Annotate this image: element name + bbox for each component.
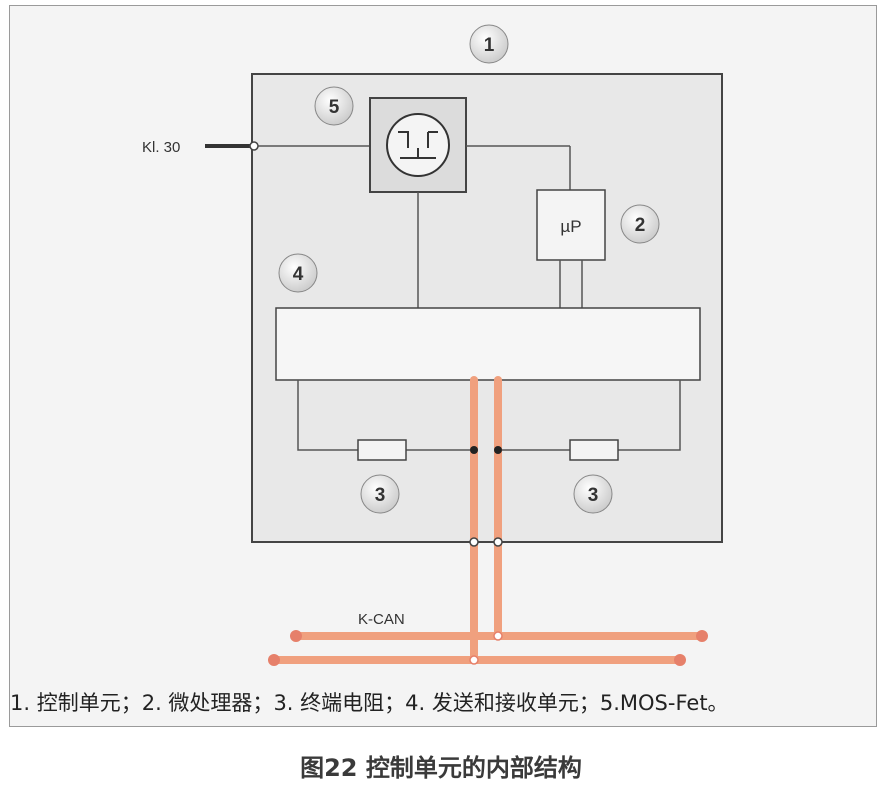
callout-3-right: 3 — [573, 474, 613, 514]
figure-caption: 图22 控制单元的内部结构 — [300, 754, 582, 782]
transistor-icon — [398, 131, 438, 159]
legend-item-4: 4. 发送和接收单元； — [405, 691, 600, 715]
kl30-terminal — [249, 141, 259, 151]
legend-item-3: 3. 终端电阻； — [273, 691, 406, 715]
callout-4: 4 — [278, 253, 318, 293]
right-resistor-wire — [498, 380, 681, 451]
bus-terminal-left — [469, 537, 479, 547]
callout-3-left: 3 — [360, 474, 400, 514]
callout-4-label: 4 — [293, 264, 304, 285]
microprocessor-block — [536, 189, 606, 261]
kcan-label: K-CAN — [358, 611, 405, 628]
callout-3-left-label: 3 — [375, 485, 386, 506]
callout-3-right-label: 3 — [588, 485, 599, 506]
bus-node-top — [493, 631, 503, 641]
bus-end-left-top — [290, 630, 302, 642]
bus-node-bottom — [469, 655, 479, 665]
callout-2-label: 2 — [635, 215, 646, 236]
bus-end-right-bottom — [674, 654, 686, 666]
kl30-label: Kl. 30 — [142, 139, 180, 156]
bus-junction-right — [494, 446, 502, 454]
bus-junction-left — [470, 446, 478, 454]
legend: 1. 控制单元； 2. 微处理器； 3. 终端电阻； 4. 发送和接收单元； 5… — [10, 682, 876, 722]
callout-1: 1 — [469, 24, 509, 64]
transceiver-block — [275, 307, 701, 381]
callout-5: 5 — [314, 86, 354, 126]
microprocessor-label: µP — [560, 217, 581, 236]
legend-item-2: 2. 微处理器； — [141, 691, 274, 715]
bus-end-right-top — [696, 630, 708, 642]
mosfet-symbol — [386, 113, 450, 177]
bus-terminal-right — [493, 537, 503, 547]
left-resistor-wire — [297, 380, 474, 451]
resistor-left — [357, 439, 407, 461]
legend-item-1: 1. 控制单元； — [10, 691, 142, 715]
callout-5-label: 5 — [329, 97, 340, 118]
callout-2: 2 — [620, 204, 660, 244]
legend-item-5: 5.MOS-Fet。 — [599, 691, 729, 715]
control-unit-diagram: Kl. 30 µP — [142, 24, 723, 666]
bus-end-left-bottom — [268, 654, 280, 666]
resistor-right — [569, 439, 619, 461]
callout-1-label: 1 — [484, 35, 495, 56]
